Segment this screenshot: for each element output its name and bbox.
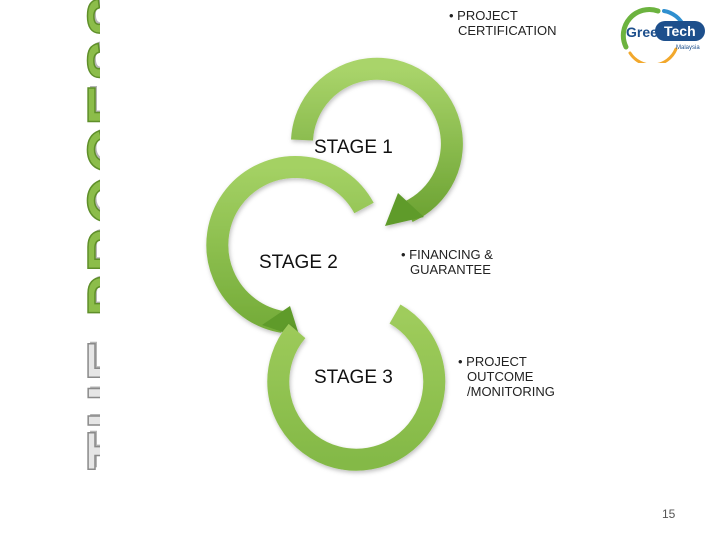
bullet-financing-line1: FINANCING & xyxy=(401,247,493,262)
greentech-logo: Green Tech Malaysia xyxy=(620,7,705,63)
bullet-certification-line1: PROJECT xyxy=(449,8,518,23)
bullet-certification-line2: CERTIFICATION xyxy=(458,23,557,38)
bullet-outcome-line1: PROJECT xyxy=(458,354,527,369)
stage-1-ring xyxy=(291,57,463,226)
bullet-financing: FINANCING & GUARANTEE xyxy=(401,247,531,277)
stage-2-arc xyxy=(206,156,374,333)
logo-swoosh-green xyxy=(620,7,661,50)
stage-3-arc xyxy=(267,304,446,471)
bullet-outcome-line2: OUTCOME /MONITORING xyxy=(467,369,555,399)
bullet-certification: PROJECT CERTIFICATION xyxy=(449,8,599,38)
logo-word-green: Green xyxy=(626,24,666,40)
logo-word-tech: Tech xyxy=(664,23,696,39)
stage-3-label: STAGE 3 xyxy=(314,367,393,388)
stage-1-arrowhead xyxy=(385,193,424,226)
stage-1-label: STAGE 1 xyxy=(314,137,393,158)
bullet-outcome: PROJECT OUTCOME /MONITORING xyxy=(458,354,558,399)
logo-tech-pill xyxy=(655,21,705,41)
page-number: 15 xyxy=(662,507,676,521)
bullet-financing-line2: GUARANTEE xyxy=(410,262,491,277)
stage-3-ring xyxy=(267,304,446,471)
stage-1-arc xyxy=(291,57,463,223)
logo-word-malaysia: Malaysia xyxy=(676,45,700,51)
logo-swoosh-orange xyxy=(628,47,678,63)
stage-2-label: STAGE 2 xyxy=(259,252,338,273)
